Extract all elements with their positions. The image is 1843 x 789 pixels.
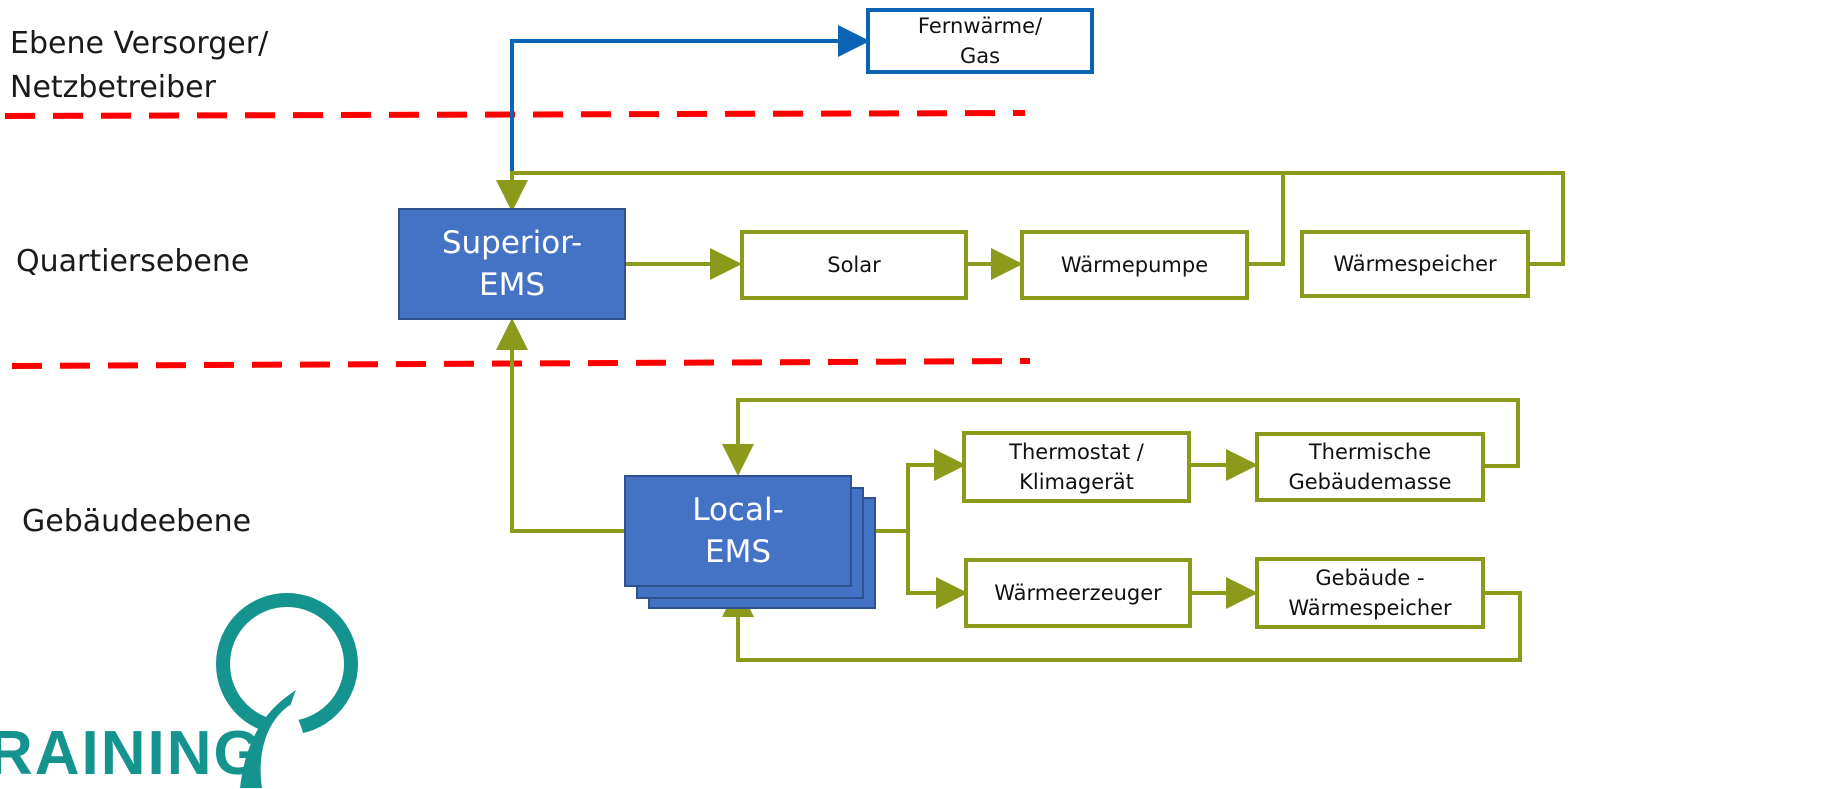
loop-thermal-mass-feedback [722,398,1520,476]
node-thermal-building-mass: Thermische Gebäudemasse [1255,432,1485,502]
node-superior-ems: Superior- EMS [398,208,626,320]
logo-mark-icon [216,593,358,788]
link-heatpump-to-loop [1248,173,1285,266]
link-local-to-heat-generator [906,531,968,609]
level-label-building: Gebäudeebene [22,504,252,539]
loop-building-storage-feedback [722,585,1522,662]
node-thermostat: Thermostat / Klimagerät [962,431,1191,503]
node-district-heating-gas: Fernwärme/ Gas [866,8,1094,74]
node-solar: Solar [740,230,968,300]
node-local-ems: Local- EMS [624,475,852,587]
node-building-heat-storage: Gebäude - Wärmespeicher [1255,557,1485,629]
node-heat-generator: Wärmeerzeuger [964,558,1192,628]
separator-supplier-district [4,110,1026,119]
level-label-supplier: Ebene Versorger/ Netzbetreiber [10,26,269,105]
separator-district-building [11,358,1031,369]
node-heat-pump: Wärmepumpe [1020,230,1249,300]
level-label-district: Quartiersebene [16,244,250,279]
node-heat-storage: Wärmespeicher [1300,230,1530,298]
logo-text: RAINING [0,719,264,788]
link-local-to-superior [496,318,625,533]
link-superior-to-district-heating [510,25,870,208]
link-local-to-thermostat [906,449,966,531]
loop-district-feedback [496,171,1565,266]
